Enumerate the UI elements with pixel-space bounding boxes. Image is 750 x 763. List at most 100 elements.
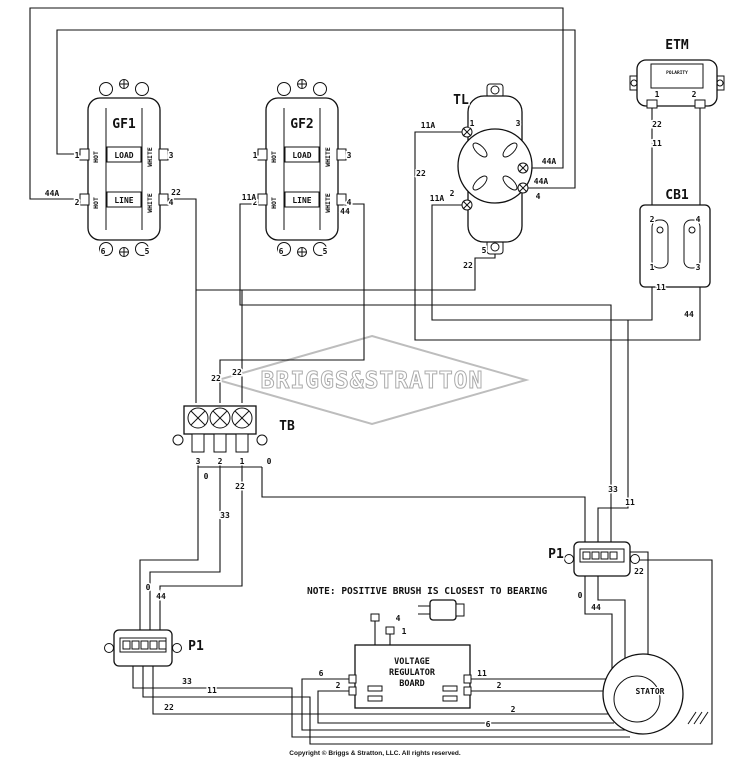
wire-label: 22 <box>235 482 245 491</box>
wire <box>164 198 197 403</box>
terminal-number: 4 <box>536 192 541 201</box>
wire-label: 33 <box>608 485 618 494</box>
wire-label: 44A <box>534 177 549 186</box>
wire <box>597 320 629 542</box>
pin <box>149 640 158 650</box>
terminal-number: 2 <box>450 189 455 198</box>
line-slot <box>106 191 142 208</box>
terminal-number: 4 <box>347 198 352 207</box>
white-label: WHITE <box>146 147 154 167</box>
prong-slot <box>502 175 518 191</box>
terminal-number: 2 <box>253 198 258 207</box>
white-label: WHITE <box>324 147 332 167</box>
voltage-regulator-board: VOLTAGE REGULATOR BOARD <box>348 613 472 709</box>
terminal-number: 2 <box>218 457 223 466</box>
pin <box>609 551 618 560</box>
wire <box>584 576 613 670</box>
component-label: STATOR <box>636 687 665 696</box>
terminal-number: 1 <box>655 90 660 99</box>
wire-label: 11 <box>652 139 662 148</box>
board-label-line2: REGULATOR <box>389 668 436 678</box>
copyright-text: Copyright © Briggs & Stratton, LLC. All … <box>289 749 461 757</box>
terminal-number: 4 <box>169 198 174 207</box>
terminal-number: 3 <box>347 151 352 160</box>
wire-label: 44 <box>591 603 601 612</box>
board-terminal <box>463 686 472 696</box>
terminal-number: 3 <box>169 151 174 160</box>
wire-label: 11 <box>656 283 666 292</box>
hot-label: HOT <box>92 151 100 163</box>
wire <box>56 29 576 189</box>
wire-label: 11 <box>207 686 217 695</box>
prong-slot <box>472 142 488 158</box>
wire <box>139 457 199 630</box>
watermark-diamond <box>214 334 530 426</box>
breaker-button <box>656 226 664 234</box>
mounting-hole <box>313 242 327 256</box>
terminal-screw <box>257 193 268 206</box>
wire-label: 22 <box>416 169 426 178</box>
wire-label: 22 <box>463 261 473 270</box>
wire-label: 2 <box>511 705 516 714</box>
component-label: GF1 <box>112 117 136 132</box>
mounting-hole <box>172 434 184 446</box>
board-pin <box>370 613 380 622</box>
load-slot <box>106 146 142 163</box>
breaker-button <box>688 226 696 234</box>
load-label: LOAD <box>114 151 133 160</box>
white-label: WHITE <box>146 193 154 213</box>
hour-meter-etm: POLARITY ETM <box>629 37 725 109</box>
wire-label: 44 <box>156 592 166 601</box>
component-label: TB <box>279 419 295 434</box>
wire-label: 6 <box>319 669 324 678</box>
plug-tail <box>455 603 465 617</box>
wire <box>630 551 649 655</box>
wire-label: 4 <box>396 614 401 623</box>
mounting-hole <box>490 242 500 252</box>
terminal-number: 2 <box>75 198 80 207</box>
terminal-number: 4 <box>696 215 701 224</box>
pin <box>591 551 600 560</box>
wire-label: 22 <box>211 374 221 383</box>
line-slot <box>284 191 320 208</box>
plug-connector <box>418 599 465 621</box>
pin <box>140 640 149 650</box>
terminal-lug <box>191 433 205 453</box>
terminal-screw <box>79 148 90 161</box>
mounting-hole <box>99 82 113 96</box>
component-label: TL <box>453 93 469 108</box>
terminal-number: 5 <box>482 246 487 255</box>
wire-label: 11A <box>430 194 445 203</box>
terminal-screw <box>257 148 268 161</box>
terminal-lug <box>694 99 706 109</box>
stator-inner <box>613 675 661 723</box>
terminal-screw <box>158 148 169 161</box>
pin <box>131 640 140 650</box>
wire-label: 0 <box>204 472 209 481</box>
wire <box>317 690 614 724</box>
terminal-screw <box>158 193 169 206</box>
mounting-hole <box>135 82 149 96</box>
terminal-number: 1 <box>75 151 80 160</box>
line-label: LINE <box>292 196 311 205</box>
wire <box>196 254 496 291</box>
plug-body <box>429 599 457 621</box>
wire-label: 2 <box>336 681 341 690</box>
component-mark <box>367 695 383 702</box>
polarity-label: POLARITY <box>666 70 688 76</box>
board-pin <box>385 626 395 635</box>
wire <box>414 131 701 341</box>
wire-label: 11A <box>421 121 436 130</box>
briggs-stratton-watermark: BRIGGS&STRATTON <box>214 334 530 426</box>
wire <box>239 203 612 542</box>
wire-label: 0 <box>146 583 151 592</box>
terminal-screw <box>336 148 347 161</box>
wire-label: 44A <box>45 189 60 198</box>
wire-label: 33 <box>220 511 230 520</box>
terminal-number: 1 <box>470 119 475 128</box>
mounting-hole <box>135 242 149 256</box>
gfci-outlet-gf2: GF2 LOAD LINE HOT HOT WHITE WHITE <box>257 79 347 257</box>
wire-label: 22 <box>634 567 644 576</box>
hot-label: HOT <box>270 151 278 163</box>
